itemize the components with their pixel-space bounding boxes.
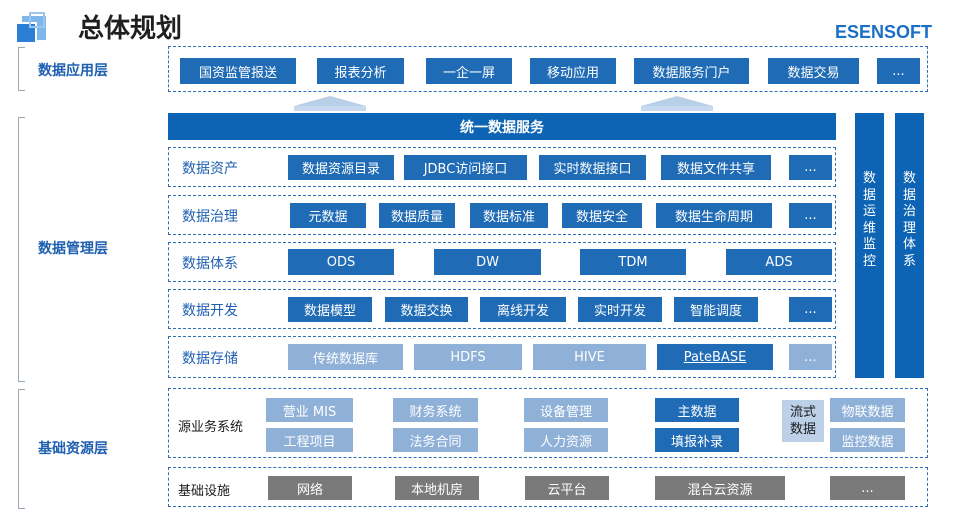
- asset-item-jdbc[interactable]: JDBC访问接口: [404, 155, 527, 180]
- arch-item-dw[interactable]: DW: [434, 249, 541, 275]
- unified-data-service-band: 统一数据服务: [168, 113, 836, 140]
- arch-item-ads[interactable]: ADS: [726, 249, 832, 275]
- dev-item-offline[interactable]: 离线开发: [480, 297, 566, 322]
- app-item-mobile-app[interactable]: 移动应用: [530, 58, 616, 84]
- asset-item-catalog[interactable]: 数据资源目录: [288, 155, 394, 180]
- base-layer-label: 基础资源层: [38, 441, 108, 457]
- src-item-engineering[interactable]: 工程项目: [266, 428, 353, 452]
- asset-item-file-share[interactable]: 数据文件共享: [661, 155, 771, 180]
- source-systems-label: 源业务系统: [178, 420, 244, 435]
- mgmt-row-assets: [168, 147, 836, 187]
- gov-item-metadata[interactable]: 元数据: [290, 203, 366, 228]
- src-item-master-data[interactable]: 主数据: [655, 398, 739, 422]
- arch-item-tdm[interactable]: TDM: [580, 249, 686, 275]
- infra-item-cloud-platform[interactable]: 云平台: [525, 476, 609, 500]
- storage-item-hdfs[interactable]: HDFS: [414, 344, 522, 370]
- base-layer-bracket: [18, 389, 25, 509]
- dev-item-scheduling[interactable]: 智能调度: [674, 297, 758, 322]
- app-item-data-service-portal[interactable]: 数据服务门户: [634, 58, 749, 84]
- row-label-assets: 数据资产: [182, 161, 238, 177]
- up-arrow-right: [641, 96, 713, 106]
- arch-item-ods[interactable]: ODS: [288, 249, 394, 275]
- dev-item-exchange[interactable]: 数据交换: [385, 297, 468, 322]
- row-label-governance: 数据治理: [182, 209, 238, 225]
- src-item-mis[interactable]: 营业 MIS: [266, 398, 353, 422]
- logo-square-outline: [29, 12, 45, 28]
- infra-item-network[interactable]: 网络: [268, 476, 352, 500]
- up-arrow-left: [294, 96, 366, 106]
- app-item-report-analysis[interactable]: 报表分析: [317, 58, 404, 84]
- governance-system-label: 数据治理体系: [902, 171, 916, 269]
- brand-logo: ESENSOFT: [834, 22, 932, 42]
- src-item-fill-report[interactable]: 填报补录: [655, 428, 739, 452]
- mgmt-row-storage: [168, 336, 836, 378]
- infrastructure-label: 基础设施: [178, 484, 231, 499]
- gov-item-more[interactable]: ...: [789, 203, 832, 228]
- app-item-sasac-report[interactable]: 国资监管报送: [180, 58, 296, 84]
- src-item-equipment[interactable]: 设备管理: [524, 398, 608, 422]
- asset-item-more[interactable]: ...: [789, 155, 832, 180]
- infra-item-more[interactable]: ...: [830, 476, 905, 500]
- mgmt-layer-label: 数据管理层: [38, 241, 108, 257]
- gov-item-standard[interactable]: 数据标准: [470, 203, 548, 228]
- infra-item-hybrid-cloud[interactable]: 混合云资源: [655, 476, 785, 500]
- dev-item-realtime[interactable]: 实时开发: [578, 297, 662, 322]
- app-item-more[interactable]: ...: [877, 58, 920, 84]
- row-label-storage: 数据存储: [182, 351, 238, 367]
- ops-monitoring-column: 数据运维监控: [855, 113, 884, 378]
- storage-item-patebase-label: PateBASE: [683, 349, 747, 365]
- src-item-hr[interactable]: 人力资源: [524, 428, 608, 452]
- mgmt-row-governance: [168, 195, 836, 235]
- row-label-development: 数据开发: [182, 303, 238, 319]
- storage-item-more[interactable]: ...: [789, 344, 832, 370]
- app-item-one-enterprise-screen[interactable]: 一企一屏: [426, 58, 512, 84]
- app-layer-panel: [168, 46, 928, 92]
- up-arrow-right-base: [641, 106, 713, 111]
- app-layer-label: 数据应用层: [38, 63, 108, 79]
- page-title: 总体规划: [78, 14, 183, 44]
- gov-item-quality[interactable]: 数据质量: [379, 203, 455, 228]
- gov-item-lifecycle[interactable]: 数据生命周期: [656, 203, 772, 228]
- src-item-finance[interactable]: 财务系统: [393, 398, 478, 422]
- row-label-architecture: 数据体系: [182, 256, 238, 272]
- src-item-legal[interactable]: 法务合同: [393, 428, 478, 452]
- mgmt-layer-bracket: [18, 117, 25, 382]
- storage-item-traditional-db[interactable]: 传统数据库: [288, 344, 403, 370]
- storage-item-hive[interactable]: HIVE: [533, 344, 646, 370]
- infrastructure-panel: [168, 467, 928, 507]
- stream-item-monitoring[interactable]: 监控数据: [830, 428, 905, 452]
- governance-system-column: 数据治理体系: [895, 113, 924, 378]
- infra-item-local-datacenter[interactable]: 本地机房: [395, 476, 479, 500]
- up-arrow-left-base: [294, 106, 366, 111]
- source-systems-panel: [168, 388, 928, 458]
- gov-item-security[interactable]: 数据安全: [562, 203, 642, 228]
- mgmt-row-architecture: [168, 242, 836, 282]
- stream-data-tag: 流式数据: [782, 400, 824, 442]
- mgmt-row-development: [168, 289, 836, 329]
- ops-monitoring-label: 数据运维监控: [862, 171, 876, 269]
- app-item-data-trading[interactable]: 数据交易: [768, 58, 859, 84]
- dev-item-model[interactable]: 数据模型: [288, 297, 372, 322]
- storage-item-patebase[interactable]: PateBASE: [657, 344, 773, 370]
- stream-item-iot[interactable]: 物联数据: [830, 398, 905, 422]
- app-layer-bracket: [18, 47, 25, 91]
- asset-item-realtime-api[interactable]: 实时数据接口: [539, 155, 646, 180]
- dev-item-more[interactable]: ...: [789, 297, 832, 322]
